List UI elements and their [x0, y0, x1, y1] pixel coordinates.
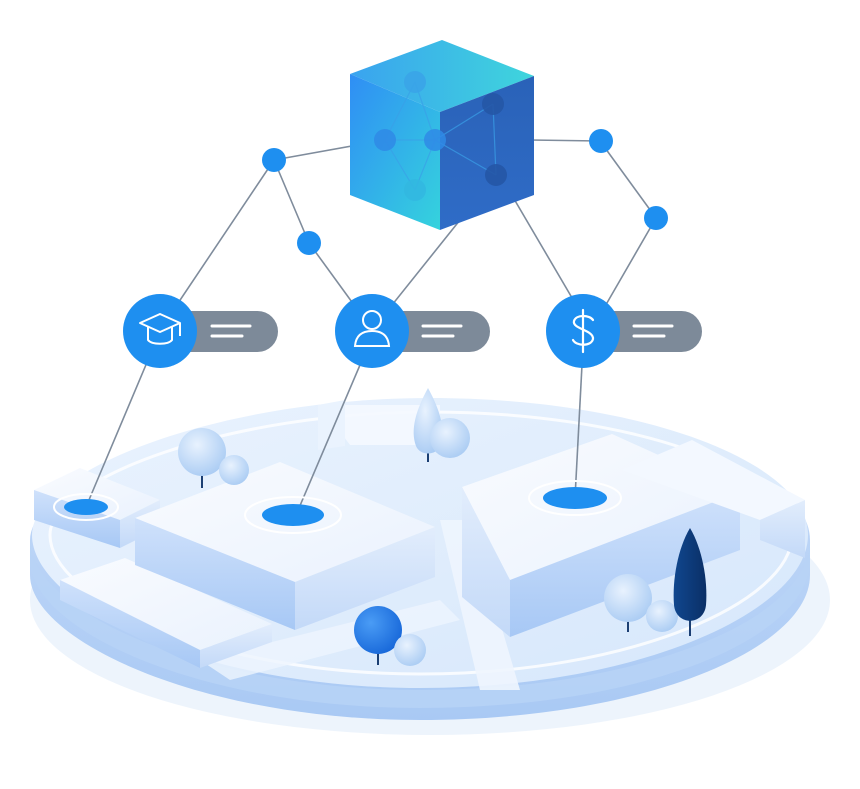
education-badge [123, 294, 278, 368]
network-node-c [589, 129, 613, 153]
tree-blue [354, 606, 426, 666]
finance-badge [546, 294, 702, 368]
building-far-right [622, 440, 805, 558]
building-left-low [60, 558, 272, 668]
tree-light-back [413, 388, 470, 462]
ground-marker-right [528, 480, 622, 516]
network-node-d [644, 206, 668, 230]
identity-badge [335, 294, 490, 368]
network-node-b [297, 231, 321, 255]
ground-marker-center [244, 496, 342, 534]
graduation-cap-icon [139, 313, 181, 345]
tree-light-left [178, 428, 249, 488]
tree-light-right [604, 574, 678, 632]
network-node-a [262, 148, 286, 172]
building-back [318, 400, 345, 450]
ground-marker-left [53, 493, 119, 521]
blockchain-cube-icon [350, 40, 534, 230]
user-icon [353, 310, 391, 347]
dollar-sign-icon [571, 308, 595, 354]
tree-dark-tall [673, 528, 707, 636]
